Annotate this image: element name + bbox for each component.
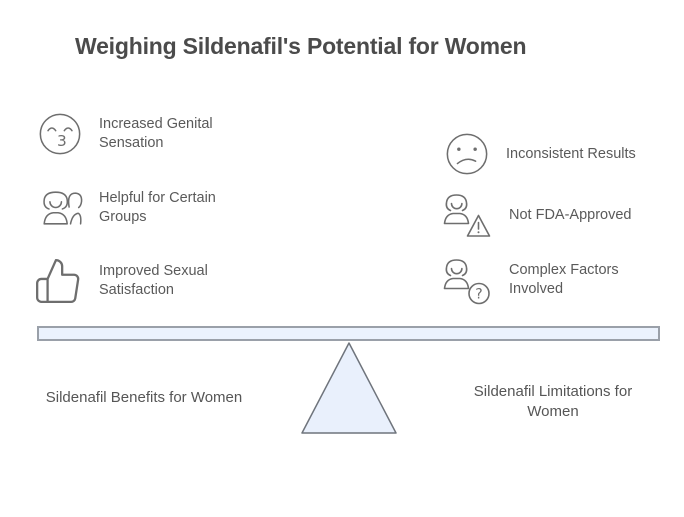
thumbs-up-icon bbox=[33, 256, 83, 306]
limitation-label: Complex Factors Involved bbox=[509, 262, 619, 297]
benefit-label: Increased Genital Sensation bbox=[99, 116, 213, 151]
page-title: Weighing Sildenafil's Potential for Wome… bbox=[75, 33, 527, 59]
limitation-label: Not FDA-Approved bbox=[509, 206, 632, 223]
limitations-pan-label: Sildenafil Limitations for Women bbox=[473, 383, 633, 420]
women-group-icon bbox=[37, 185, 83, 231]
sad-face-icon bbox=[444, 131, 490, 177]
limitation-item-complex-factors: ? Complex Factors Involved bbox=[441, 254, 651, 306]
woman-question-icon: ? bbox=[441, 254, 493, 306]
balance-fulcrum-triangle bbox=[301, 342, 397, 434]
benefit-item-increased-sensation: 3 Increased Genital Sensation bbox=[37, 111, 247, 157]
limitation-label: Inconsistent Results bbox=[506, 145, 636, 162]
woman-warning-icon bbox=[441, 189, 493, 241]
benefit-item-helpful-groups: Helpful for Certain Groups bbox=[37, 185, 247, 231]
balance-beam bbox=[37, 326, 660, 341]
benefit-label: Helpful for Certain Groups bbox=[99, 190, 216, 225]
limitation-item-not-fda-approved: Not FDA-Approved bbox=[441, 189, 651, 241]
benefit-item-improved-satisfaction: Improved Sexual Satisfaction bbox=[33, 256, 247, 306]
limitation-item-inconsistent-results: Inconsistent Results bbox=[444, 131, 648, 177]
benefits-pan-label: Sildenafil Benefits for Women bbox=[45, 389, 243, 406]
svg-text:?: ? bbox=[475, 287, 482, 303]
svg-text:3: 3 bbox=[57, 132, 67, 150]
benefit-label: Improved Sexual Satisfaction bbox=[99, 263, 208, 298]
kissing-face-icon: 3 bbox=[37, 111, 83, 157]
